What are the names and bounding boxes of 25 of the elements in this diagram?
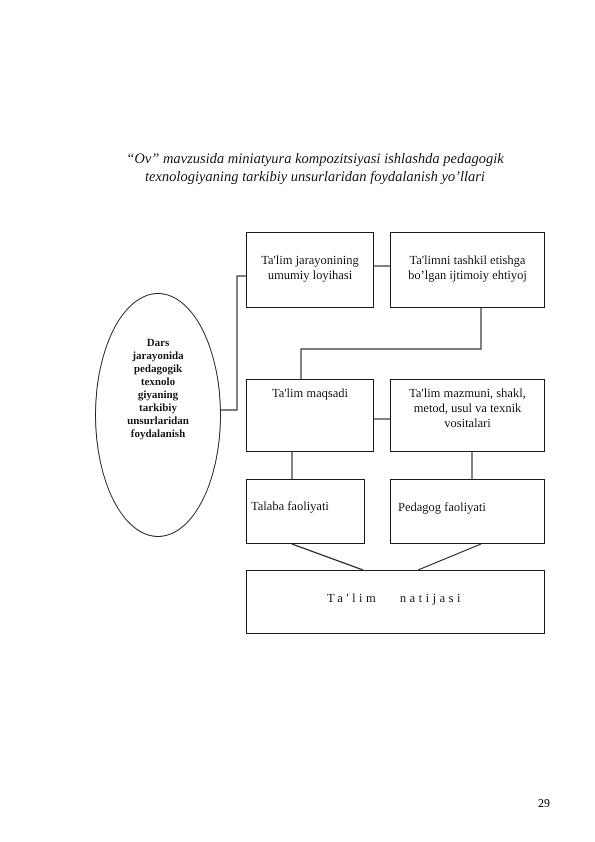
node-text: Dars jarayonida pedagogik texnolo giyaning tarkibiy unsurlaridan foydalanish xyxy=(126,337,190,441)
connector-line xyxy=(374,418,390,420)
connector-line xyxy=(374,265,390,267)
connector-line xyxy=(418,543,482,571)
process-box xyxy=(246,379,374,452)
node-text: Talaba faoliyati xyxy=(251,499,330,514)
node-text: Pedagog faoliyati xyxy=(398,500,487,515)
process-box xyxy=(390,379,545,452)
connector-line xyxy=(300,308,482,379)
node-text: Ta'lim maqsadi xyxy=(270,386,349,401)
connector-line xyxy=(291,452,293,479)
connector-line xyxy=(471,452,473,479)
connector-line xyxy=(221,275,246,411)
diagram-title: “Ov” mavzusida miniatyura kompozitsiyasi ishlashda pedagogik texnologiyaning tarkibiy unsurlaridan foydalanish yo’llari xyxy=(125,150,505,186)
node-text: Ta'lim jarayonining umumiy loyihasi xyxy=(260,253,360,283)
node-text: Ta'limni tashkil etishga bo’lgan ijtimoiy ehtiyoj xyxy=(407,253,528,283)
process-box xyxy=(390,232,545,308)
process-box xyxy=(246,570,545,634)
process-box xyxy=(246,479,365,544)
connector-line xyxy=(292,543,364,571)
process-box xyxy=(246,232,374,308)
process-box xyxy=(390,479,545,544)
page-number: 29 xyxy=(538,796,550,811)
node-text: Ta'lim mazmuni, shakl, metod, usul va texnik vositalari xyxy=(408,386,527,431)
node-text: Ta'lim natijasi xyxy=(326,591,465,606)
